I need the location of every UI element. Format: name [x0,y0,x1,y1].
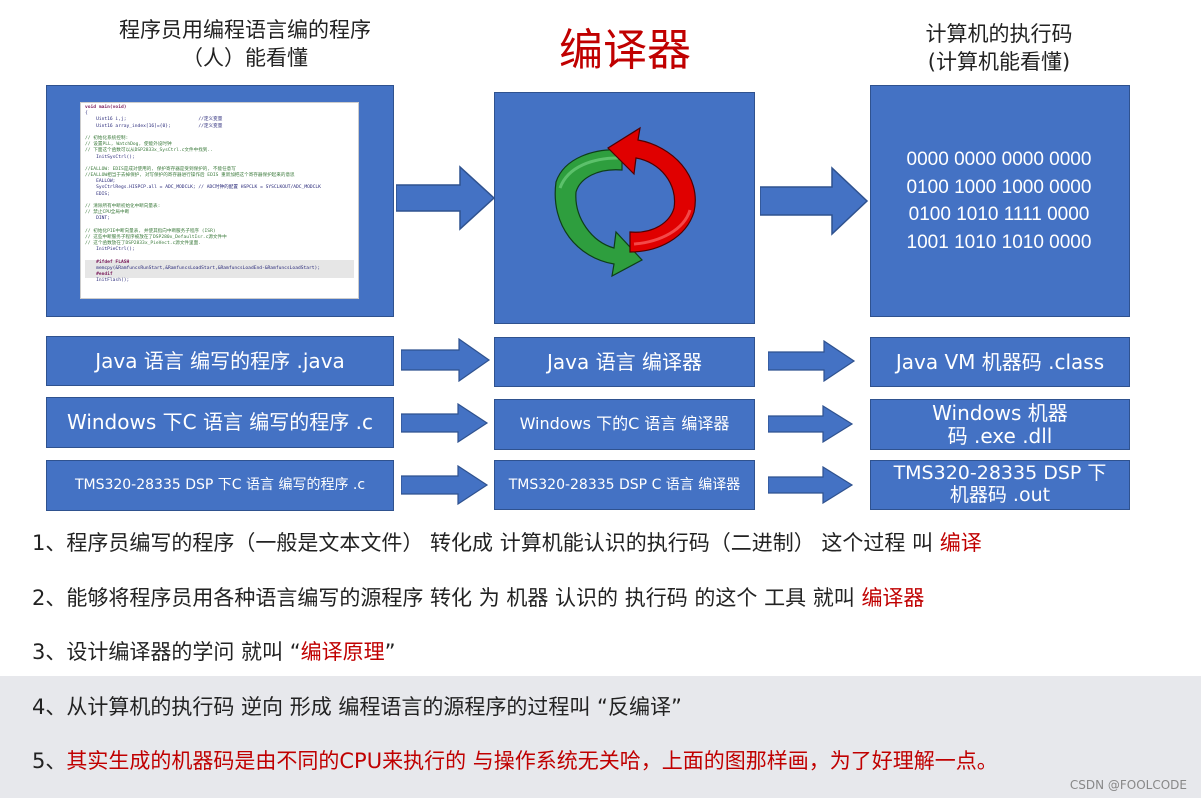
note-3-highlight: 编译原理 [300,640,385,664]
right-arrow-icon [396,165,496,231]
note-2: 2、能够将程序员用各种语言编写的源程序 转化 为 机器 认识的 执行码 的这个 … [32,584,924,612]
code-line: { [85,111,88,117]
machine-code-line: 0100 1010 1111 0000 [908,204,1090,225]
code-line: //EALLOW相当于去掉保护, 对写保护的寄存器进行操作后 EDIS 重新加把… [85,173,295,179]
code-line: EALLOW; [85,179,116,185]
cycle-arrows-icon [554,126,696,278]
machine-header: 计算机的执行码 (计算机能看懂) [870,20,1128,76]
machine-header-line1: 计算机的执行码 [925,22,1073,46]
java-source-box: Java 语言 编写的程序 .java [46,336,394,386]
note-2-text: 2、能够将程序员用各种语言编写的源程序 转化 为 机器 认识的 执行码 的这个 … [32,586,862,610]
machine-code-box [870,85,1130,317]
right-arrow-icon [768,405,854,443]
windows-source-box: Windows 下C 语言 编写的程序 .c [46,397,394,448]
source-header-line1: 程序员用编程语言编的程序 [119,18,371,42]
windows-compiler-box: Windows 下的C 语言 编译器 [494,399,755,450]
note-1-highlight: 编译 [939,531,982,555]
code-line: EDIS; [85,191,110,197]
source-code-snippet: void main(void){ Uint16 i,j; //定义变量 Uint… [80,102,359,299]
code-line: // 初始化PIE中断向量表, 并使其指向中断服务子程序 (ISR) [85,228,216,234]
dsp-compiler-box: TMS320-28335 DSP C 语言 编译器 [494,460,755,510]
source-header: 程序员用编程语言编的程序 （人）能看懂 [80,16,410,72]
code-line: // 这些中断服务子程序被放在了DSP280x_DefaultIsr.c源文件中 [85,234,227,240]
right-arrow-icon [760,166,869,236]
dsp-output-box: TMS320-28335 DSP 下 机器码 .out [870,460,1130,510]
code-line: #ifdef FLASH [85,259,354,266]
code-line: //EALLOW: EDIS是成对使用的, 保护寄存器是受到保护的, 不能任意写 [85,166,236,172]
note-3: 3、设计编译器的学问 就叫 “编译原理” [32,638,395,666]
bottom-band [0,676,1201,798]
note-3-suffix: ” [384,640,396,664]
code-line: InitFlash(); [85,278,130,284]
java-output-box: Java VM 机器码 .class [870,337,1130,387]
dsp-output-line1: TMS320-28335 DSP 下 [893,462,1107,485]
right-arrow-icon [401,465,489,505]
code-line: SysCtrlRegs.HISPCP.all = ADC_MODCLK; // … [85,185,321,191]
machine-code-line: 0000 0000 0000 0000 [906,149,1092,170]
machine-header-line2: (计算机能看懂) [927,50,1071,74]
windows-output-line1: Windows 机器 [932,400,1068,425]
note-3-prefix: 3、设计编译器的学问 就叫 “ [32,640,301,664]
source-header-line2: （人）能看懂 [182,46,308,70]
right-arrow-icon [401,403,489,443]
machine-code-line: 1001 1010 1010 0000 [906,231,1092,253]
code-line: // 这个函数放在了DSP2833x_PieVect.c源文件里面. [85,241,201,247]
code-line: #endif [85,272,354,279]
compiler-box [494,92,755,324]
compiler-title: 编译器 [559,25,691,76]
dsp-output-line2: 机器码 .out [949,484,1051,506]
dsp-source-box: TMS320-28335 DSP 下C 语言 编写的程序 .c [46,460,394,511]
windows-output-box: Windows 机器 码 .exe .dll [870,399,1130,450]
code-line: // 设置PLL, WatchDog, 使能外设时钟 [85,142,172,148]
code-line: // 下面这个函数可以从DSP2833x_SysCtrl.c文件中找到.. [85,148,213,154]
machine-code-line: 0100 1000 1000 0000 [906,176,1092,198]
red-cycle-arrow [607,126,696,253]
machine-code-text: 0000 0000 0000 0000 0100 1000 1000 0000 … [870,146,1128,256]
note-4: 4、从计算机的执行码 逆向 形成 编程语言的源程序的过程叫 “反编译” [32,695,682,719]
code-line: void main(void) [85,105,127,110]
java-compiler-box: Java 语言 编译器 [494,337,755,387]
note-5-prefix: 5、 [32,749,67,773]
note-2-highlight: 编译器 [861,586,925,610]
code-line: // 初始化系统控制: [85,135,129,141]
code-line: // 清除所有中断初始化中断向量表: [85,204,161,209]
right-arrow-icon [768,340,856,382]
note-5-highlight: 其实生成的机器码是由不同的CPU来执行的 与操作系统无关哈，上面的图那样画，为了… [66,749,998,773]
code-line: memcpy(&RamfuncsRunStart,&RamfuncsLoadSt… [85,265,354,273]
windows-output-line2: 码 .exe .dll [947,423,1053,448]
code-line: Uint16 i,j; //定义变量 [85,117,223,123]
code-line: InitSysCtrl(); [85,154,135,160]
green-cycle-arrow [554,149,643,278]
code-line: Uint16 array_index[16]={0}; //定义变量 [85,123,223,129]
code-line: DINT; [85,216,110,222]
note-5: 5、其实生成的机器码是由不同的CPU来执行的 与操作系统无关哈，上面的图那样画，… [32,747,998,775]
right-arrow-icon [401,338,491,382]
watermark: CSDN @FOOLCODE [1069,778,1187,792]
code-line: // 禁止CPU全局中断 [85,210,130,216]
note-1: 1、程序员编写的程序（一般是文本文件） 转化成 计算机能认识的执行码（二进制） … [32,529,982,557]
code-line: InitPieCtrl(); [85,247,135,253]
right-arrow-icon [768,466,854,504]
note-1-text: 1、程序员编写的程序（一般是文本文件） 转化成 计算机能认识的执行码（二进制） … [32,531,940,555]
